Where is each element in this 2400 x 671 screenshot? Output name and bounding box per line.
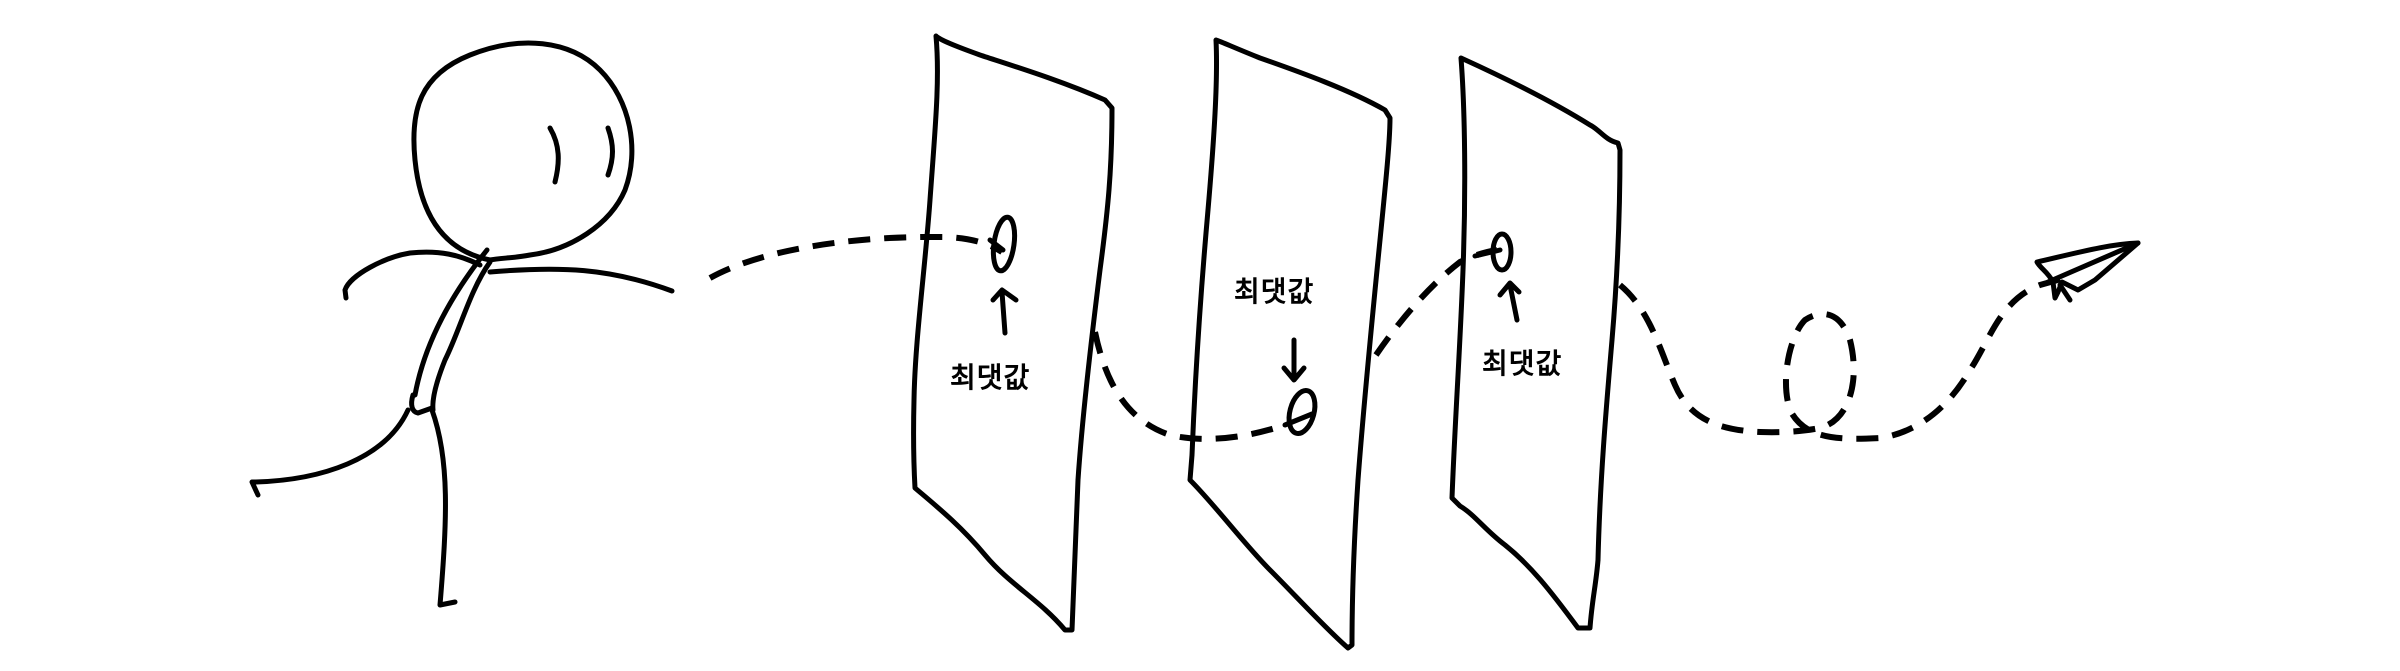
leg-back <box>249 407 411 498</box>
panel-3-label: 최댓값 <box>1482 347 1563 380</box>
panel-3 <box>1449 55 1623 631</box>
max-marker-1 <box>987 214 1019 336</box>
panel-1-outline <box>911 33 1115 633</box>
arm-back <box>342 249 483 301</box>
arm-front <box>487 266 675 294</box>
trajectory-path-4 <box>1618 275 2066 442</box>
panel-2 <box>1187 37 1393 651</box>
head <box>411 40 635 263</box>
arrow-up-1 <box>990 287 1019 336</box>
paper-airplane-icon <box>2034 240 2141 303</box>
leg-front <box>429 407 458 608</box>
max-marker-2 <box>1281 337 1318 436</box>
arrow-down-2 <box>1281 337 1307 383</box>
panel-2-label: 최댓값 <box>1234 275 1315 308</box>
panel-2-outline <box>1187 37 1393 651</box>
panel-1 <box>911 33 1115 633</box>
eye-right <box>605 125 615 178</box>
stick-figure <box>249 40 675 608</box>
panel-3-outline <box>1449 55 1623 631</box>
trajectory-path-3 <box>1373 247 1498 357</box>
max-marker-3 <box>1472 231 1522 323</box>
arrow-up-3 <box>1497 280 1522 323</box>
torso-left <box>412 247 490 398</box>
trajectory-path-2 <box>1092 331 1286 442</box>
hip <box>409 392 435 416</box>
torso-right <box>430 259 493 413</box>
eye-left <box>547 125 561 185</box>
trajectory-path <box>708 233 1004 281</box>
panel-1-label: 최댓값 <box>950 361 1031 394</box>
